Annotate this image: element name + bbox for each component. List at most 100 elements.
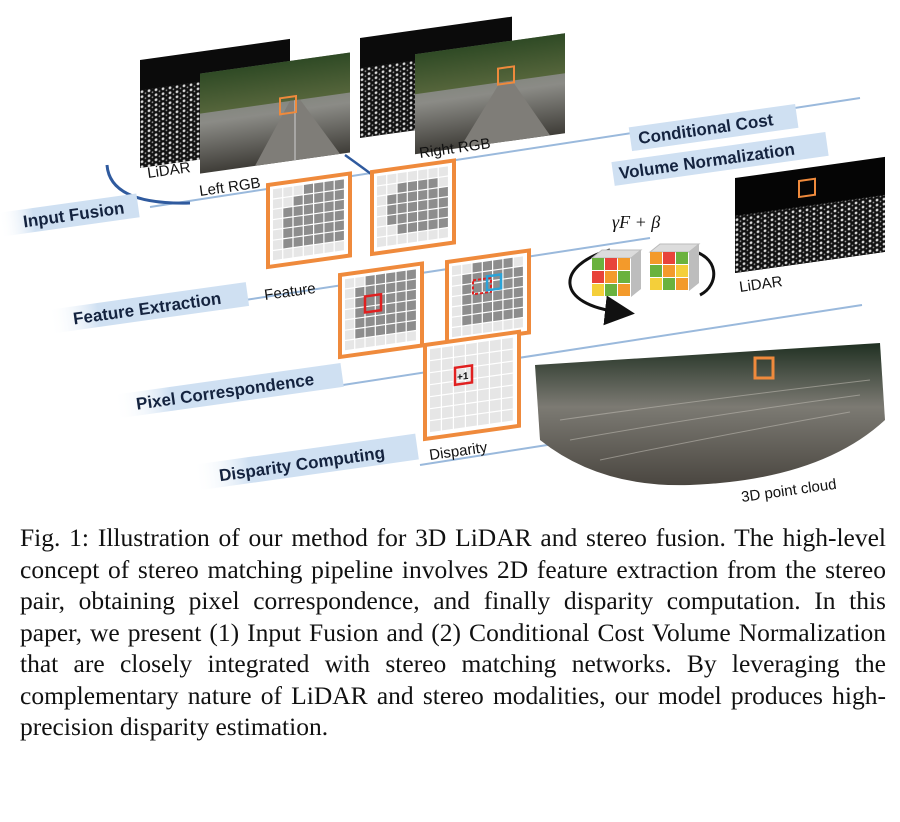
grid-cell	[396, 301, 406, 313]
grid-cell	[442, 382, 453, 395]
grid-cell	[324, 221, 334, 233]
grid-cell	[387, 173, 397, 184]
correspondence-grid-left	[338, 261, 424, 360]
grid-cell	[293, 185, 303, 196]
grid-cell	[397, 172, 407, 183]
grid-cell	[334, 220, 344, 231]
cube-cell	[663, 252, 675, 264]
cube-cell	[605, 284, 617, 296]
disparity-pixel-highlight	[453, 363, 474, 387]
grid-cell	[377, 205, 387, 217]
grid-cell	[377, 195, 387, 206]
caption-text: Illustration of our method for 3D LiDAR …	[20, 523, 886, 741]
grid-cell	[430, 359, 441, 373]
grid-cell	[482, 322, 493, 333]
grid-cell	[438, 217, 448, 229]
grid-cell	[466, 402, 477, 416]
grid-cell	[293, 195, 303, 206]
grid-cell	[293, 226, 303, 237]
left-rgb-highlight-box	[279, 94, 297, 116]
pixel-correspondence-guide-line	[329, 304, 863, 388]
grid-cell	[273, 218, 283, 230]
grid-cell	[407, 170, 418, 182]
grid-cell	[462, 284, 472, 295]
grid-cell	[438, 207, 448, 218]
grid-cell	[397, 192, 407, 204]
cube-cell	[618, 271, 630, 283]
stage-label-feature-extraction: Feature Extraction	[47, 282, 250, 334]
grid-cell	[462, 315, 472, 326]
grid-cell	[462, 325, 472, 336]
grid-cell	[303, 235, 314, 246]
grid-cell	[324, 232, 334, 243]
grid-cell	[283, 207, 293, 218]
cycle-arrow-left	[568, 248, 635, 326]
grid-cell	[438, 228, 448, 239]
cube-cell	[676, 252, 688, 264]
cube-cell	[663, 265, 675, 277]
grid-cell	[334, 210, 344, 221]
grid-cell	[386, 272, 396, 283]
grid-cell	[478, 389, 489, 402]
grid-cell	[334, 241, 344, 252]
grid-cell	[396, 311, 406, 323]
stage-label-pixel-correspondence: Pixel Correspondence	[112, 362, 344, 419]
grid-cell	[513, 297, 523, 308]
grid-cell	[503, 268, 513, 279]
feature-grid-right	[370, 158, 456, 257]
left-rgb-thumbnail	[200, 52, 350, 174]
grid-cell	[406, 300, 416, 311]
grid-cell	[386, 282, 396, 293]
grid-cell	[462, 294, 472, 305]
grid-cell	[365, 316, 375, 327]
grid-cell	[387, 204, 397, 215]
grid-cell	[438, 197, 448, 208]
right-rgb-highlight-box	[497, 65, 515, 86]
grid-cell	[334, 230, 344, 242]
grid-cell	[513, 307, 523, 319]
method-illustration-figure: LiDAR Left RGB Right RGB Feature	[0, 16, 885, 506]
grid-cell	[397, 203, 407, 214]
grid-cell	[375, 325, 386, 336]
stage-label-input-fusion: Input Fusion	[0, 193, 140, 237]
grid-cell	[334, 189, 344, 201]
grid-cell	[355, 276, 365, 287]
grid-cell	[345, 329, 355, 340]
left-lidar-thumbnail	[140, 80, 210, 168]
grid-cell	[466, 390, 477, 404]
grid-cell	[386, 313, 396, 324]
grid-cell	[365, 326, 375, 338]
cube-cell	[650, 265, 662, 277]
grid-cell	[502, 397, 513, 410]
right-image-stack	[360, 16, 565, 155]
grid-cell	[462, 263, 472, 274]
grid-cell	[478, 413, 489, 426]
grid-cell	[428, 167, 438, 179]
grid-cell	[490, 399, 501, 412]
grid-cell	[397, 233, 407, 245]
cube-cell	[676, 265, 688, 277]
grid-cell	[482, 260, 493, 272]
matched-pixel-highlight	[485, 272, 503, 292]
grid-cell	[466, 342, 477, 356]
grid-cell	[478, 365, 489, 378]
grid-cell	[462, 304, 472, 316]
grid-cell	[442, 358, 453, 371]
reference-pixel-highlight	[363, 292, 383, 314]
disparity-computing-guide-line	[419, 442, 561, 466]
grid-cell	[454, 404, 465, 417]
grid-cell	[283, 217, 293, 228]
feature-grid-left	[266, 171, 352, 270]
grid-cell	[293, 246, 303, 258]
grid-cell	[452, 316, 462, 327]
correspondence-grid-right-cells	[452, 256, 523, 338]
grid-cell	[428, 219, 438, 230]
grid-cell	[397, 182, 407, 193]
cost-volume-cube	[590, 249, 643, 297]
grid-cell	[303, 183, 314, 195]
grid-cell	[490, 363, 501, 376]
grid-cell	[406, 269, 416, 280]
grid-cell	[430, 419, 441, 433]
grid-cell	[283, 196, 293, 208]
grid-cell	[430, 347, 441, 361]
